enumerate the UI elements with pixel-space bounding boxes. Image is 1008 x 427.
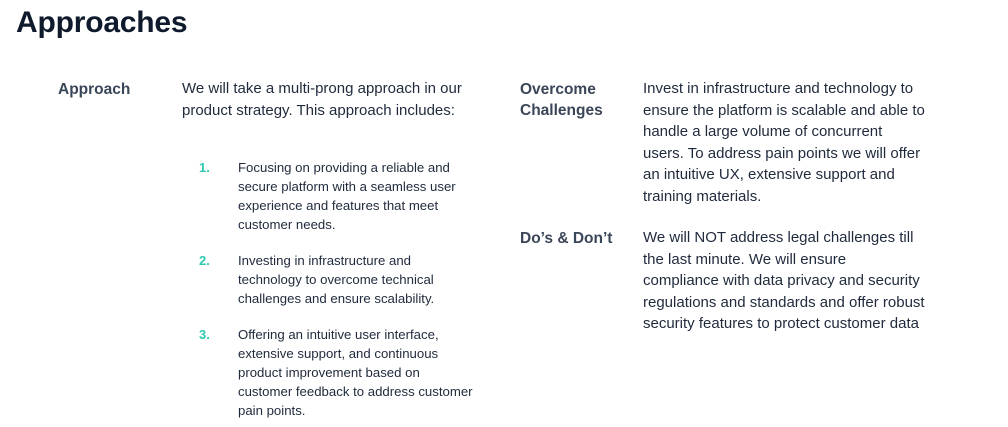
list-item-number: 3. bbox=[199, 327, 210, 342]
list-item-number: 1. bbox=[199, 160, 210, 175]
list-item-text: Focusing on providing a reliable and sec… bbox=[238, 160, 456, 232]
page-title: Approaches bbox=[16, 6, 188, 39]
list-item-text: Investing in infrastructure and technolo… bbox=[238, 253, 435, 306]
list-item-number: 2. bbox=[199, 253, 210, 268]
challenges-label-line1: Overcome bbox=[520, 81, 596, 98]
challenges-label: Overcome Challenges bbox=[520, 79, 603, 121]
challenges-label-line2: Challenges bbox=[520, 102, 603, 119]
list-item-text: Offering an intuitive user interface, ex… bbox=[238, 327, 473, 418]
approach-intro: We will take a multi-prong approach in o… bbox=[182, 80, 462, 119]
dos-donts-label: Do’s & Don’t bbox=[520, 230, 613, 247]
approach-label: Approach bbox=[58, 81, 131, 98]
dos-donts-text: We will NOT address legal challenges til… bbox=[643, 229, 925, 332]
challenges-text: Invest in infrastructure and technology … bbox=[643, 80, 925, 205]
